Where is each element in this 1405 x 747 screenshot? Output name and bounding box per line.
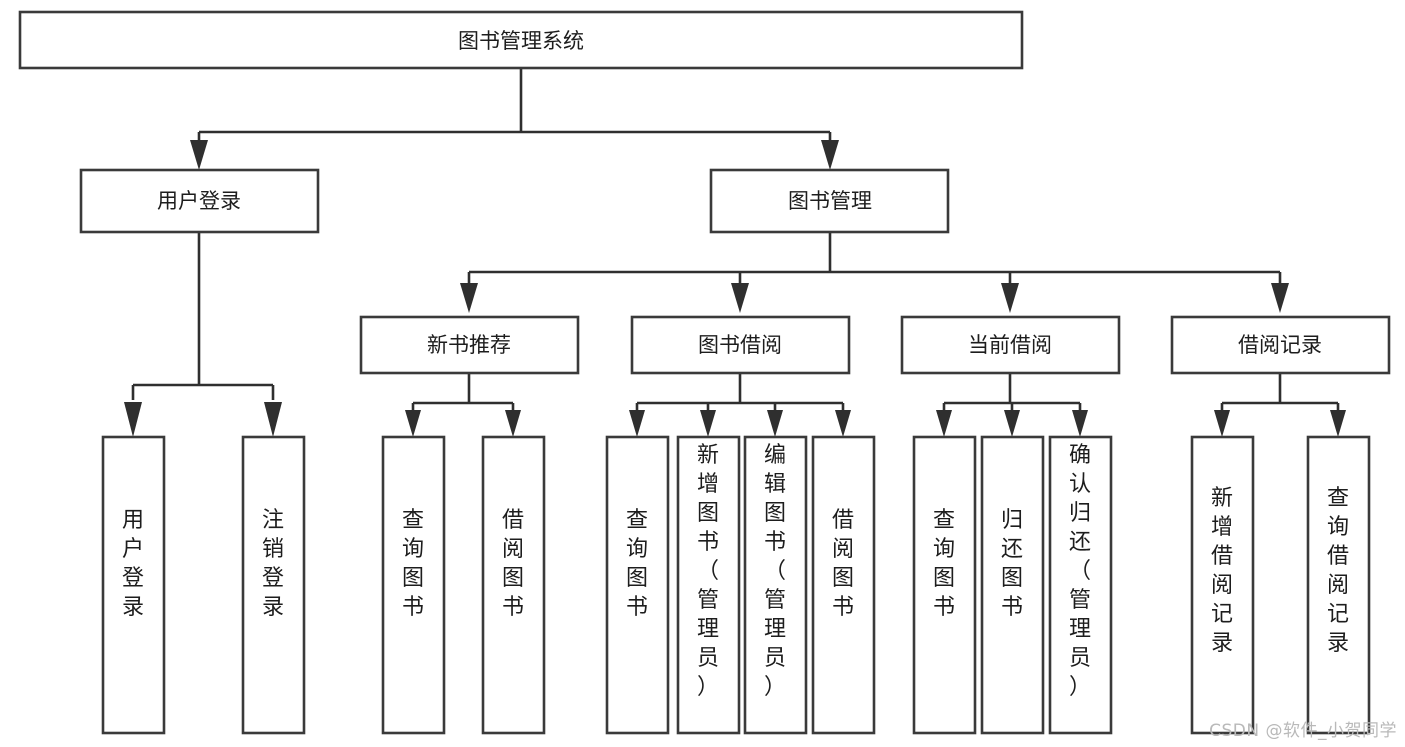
node-user-login[interactable]: 用户登录 bbox=[79, 168, 320, 234]
node-leaf-logout-label: 注销登录 bbox=[262, 508, 284, 620]
node-leaf-nb-borrow-book[interactable]: 借阅图书 bbox=[481, 435, 546, 735]
node-leaf-bw-query-book-box[interactable] bbox=[605, 435, 670, 735]
node-leaf-user-login-box[interactable] bbox=[101, 435, 166, 735]
node-leaf-user-login-label: 用户登录 bbox=[122, 508, 144, 620]
edges-book-mgmt-to-level3 bbox=[460, 232, 1289, 313]
arrowhead-bw-leaf-3 bbox=[767, 410, 783, 437]
node-leaf-cb-return-book-label: 归还图书 bbox=[1001, 508, 1023, 620]
node-leaf-cb-query-book-label: 查询图书 bbox=[933, 508, 955, 620]
arrowhead-borrow bbox=[731, 283, 749, 313]
node-root-box[interactable] bbox=[18, 10, 1024, 70]
node-leaf-bw-add-book[interactable]: 新增图书（管理员） bbox=[676, 435, 741, 735]
node-new-book-recommend-label: 新书推荐 bbox=[427, 333, 511, 357]
arrowhead-bw-leaf-4 bbox=[835, 410, 851, 437]
arrowhead-cb-leaf-2 bbox=[1004, 410, 1020, 437]
arrowhead-bw-leaf-2 bbox=[700, 410, 716, 437]
arrowhead-br-leaf-1 bbox=[1214, 410, 1230, 437]
node-leaf-nb-query-book[interactable]: 查询图书 bbox=[381, 435, 446, 735]
node-leaf-bw-query-book-label: 查询图书 bbox=[626, 508, 648, 620]
node-leaf-bw-borrow-book-label: 借阅图书 bbox=[832, 508, 854, 620]
arrowhead-nb-leaf-1 bbox=[405, 410, 421, 437]
edges-borrow-record-to-leaves bbox=[1214, 373, 1346, 437]
node-leaf-br-add-record[interactable]: 新增借阅记录 bbox=[1190, 435, 1255, 735]
node-root-label: 图书管理系统 bbox=[458, 29, 584, 53]
edges-new-book-to-leaves bbox=[405, 373, 521, 437]
node-book-borrow-box[interactable] bbox=[630, 315, 851, 375]
node-leaf-bw-borrow-book-box[interactable] bbox=[811, 435, 876, 735]
node-current-borrow-label: 当前借阅 bbox=[968, 333, 1052, 357]
node-leaf-bw-query-book[interactable]: 查询图书 bbox=[605, 435, 670, 735]
edges-root-to-level2 bbox=[190, 68, 839, 170]
node-user-login-box[interactable] bbox=[79, 168, 320, 234]
arrowhead-bw-leaf-1 bbox=[629, 410, 645, 437]
node-leaf-user-login[interactable]: 用户登录 bbox=[101, 435, 166, 735]
arrowhead-br-leaf-2 bbox=[1330, 410, 1346, 437]
node-leaf-bw-edit-book-box[interactable] bbox=[743, 435, 808, 735]
node-leaf-cb-confirm-return[interactable]: 确认归还（管理员） bbox=[1048, 435, 1113, 735]
node-borrow-record-box[interactable] bbox=[1170, 315, 1391, 375]
node-book-management-box[interactable] bbox=[709, 168, 950, 234]
node-leaf-bw-borrow-book[interactable]: 借阅图书 bbox=[811, 435, 876, 735]
node-leaf-bw-add-book-label: 新增图书（管理员） bbox=[697, 443, 719, 700]
node-leaf-nb-query-book-box[interactable] bbox=[381, 435, 446, 735]
node-new-book-recommend-box[interactable] bbox=[359, 315, 580, 375]
csdn-watermark: CSDN @软件_小贺同学 bbox=[1209, 721, 1397, 741]
node-leaf-nb-borrow-book-label: 借阅图书 bbox=[502, 508, 524, 620]
arrowhead-leaf-logout bbox=[264, 402, 282, 437]
node-book-borrow-label: 图书借阅 bbox=[698, 333, 782, 357]
node-leaf-cb-confirm-return-box[interactable] bbox=[1048, 435, 1113, 735]
arrowhead-book-mgmt bbox=[821, 140, 839, 170]
node-leaf-bw-edit-book[interactable]: 编辑图书（管理员） bbox=[743, 435, 808, 735]
node-leaf-bw-edit-book-label: 编辑图书（管理员） bbox=[764, 443, 786, 700]
node-leaf-nb-query-book-label: 查询图书 bbox=[402, 508, 424, 620]
arrowhead-borrow-record bbox=[1271, 283, 1289, 313]
node-leaf-bw-add-book-box[interactable] bbox=[676, 435, 741, 735]
node-current-borrow-box[interactable] bbox=[900, 315, 1121, 375]
node-borrow-record[interactable]: 借阅记录 bbox=[1170, 315, 1391, 375]
node-leaf-cb-return-book-box[interactable] bbox=[980, 435, 1045, 735]
node-leaf-br-query-record-box[interactable] bbox=[1306, 435, 1371, 735]
node-leaf-br-add-record-label: 新增借阅记录 bbox=[1211, 486, 1233, 656]
node-new-book-recommend[interactable]: 新书推荐 bbox=[359, 315, 580, 375]
edges-borrow-to-leaves bbox=[629, 373, 851, 437]
arrowhead-current-borrow bbox=[1001, 283, 1019, 313]
node-leaf-cb-query-book[interactable]: 查询图书 bbox=[912, 435, 977, 735]
node-book-borrow[interactable]: 图书借阅 bbox=[630, 315, 851, 375]
node-leaf-br-query-record[interactable]: 查询借阅记录 bbox=[1306, 435, 1371, 735]
arrowhead-cb-leaf-3 bbox=[1072, 410, 1088, 437]
node-leaf-br-add-record-box[interactable] bbox=[1190, 435, 1255, 735]
node-leaf-cb-return-book[interactable]: 归还图书 bbox=[980, 435, 1045, 735]
node-borrow-record-label: 借阅记录 bbox=[1238, 333, 1322, 357]
node-leaf-nb-borrow-book-box[interactable] bbox=[481, 435, 546, 735]
node-leaf-br-query-record-label: 查询借阅记录 bbox=[1327, 486, 1349, 656]
node-leaf-logout-box[interactable] bbox=[241, 435, 306, 735]
arrowhead-cb-leaf-1 bbox=[936, 410, 952, 437]
node-root[interactable]: 图书管理系统 bbox=[18, 10, 1024, 70]
node-book-management-label: 图书管理 bbox=[788, 189, 872, 213]
node-book-management[interactable]: 图书管理 bbox=[709, 168, 950, 234]
node-current-borrow[interactable]: 当前借阅 bbox=[900, 315, 1121, 375]
arrowhead-leaf-user-login bbox=[124, 402, 142, 437]
node-leaf-cb-query-book-box[interactable] bbox=[912, 435, 977, 735]
arrowhead-user-login bbox=[190, 140, 208, 170]
arrowhead-nb-leaf-2 bbox=[505, 410, 521, 437]
node-leaf-cb-confirm-return-label: 确认归还（管理员） bbox=[1069, 443, 1091, 700]
node-leaf-logout[interactable]: 注销登录 bbox=[241, 435, 306, 735]
edges-current-borrow-to-leaves bbox=[936, 373, 1088, 437]
arrowhead-new-book bbox=[460, 283, 478, 313]
edges-user-login-to-leaves bbox=[124, 232, 282, 437]
node-user-login-label: 用户登录 bbox=[157, 189, 241, 213]
